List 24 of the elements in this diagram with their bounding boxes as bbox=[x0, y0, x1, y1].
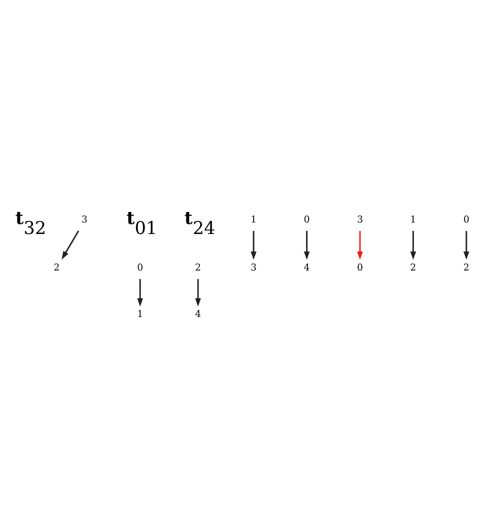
arrow bbox=[195, 278, 201, 306]
arrow bbox=[137, 278, 143, 306]
arrow bbox=[304, 230, 310, 260]
node-text: 3 bbox=[250, 262, 257, 274]
arrow bbox=[410, 230, 416, 260]
node-text: 1 bbox=[250, 214, 257, 225]
arrow bbox=[357, 230, 363, 260]
node-text: 4 bbox=[304, 262, 310, 274]
arrow bbox=[250, 230, 256, 260]
node-text: 2 bbox=[463, 262, 470, 274]
node-text: 0 bbox=[137, 262, 144, 274]
node-text: 1 bbox=[137, 308, 144, 320]
node-text: 3 bbox=[356, 214, 363, 225]
node-text: 2 bbox=[54, 262, 60, 274]
node-text: 3 bbox=[82, 214, 88, 225]
node-text: 0 bbox=[304, 214, 310, 225]
node-text: 0 bbox=[463, 214, 470, 225]
node-text: 2 bbox=[195, 262, 202, 274]
node-text: 4 bbox=[195, 308, 202, 320]
node-text: 2 bbox=[410, 262, 416, 274]
node-text: 0 bbox=[356, 262, 363, 274]
arrow bbox=[62, 230, 80, 259]
node-text: 1 bbox=[410, 214, 416, 225]
arrow bbox=[463, 230, 470, 260]
